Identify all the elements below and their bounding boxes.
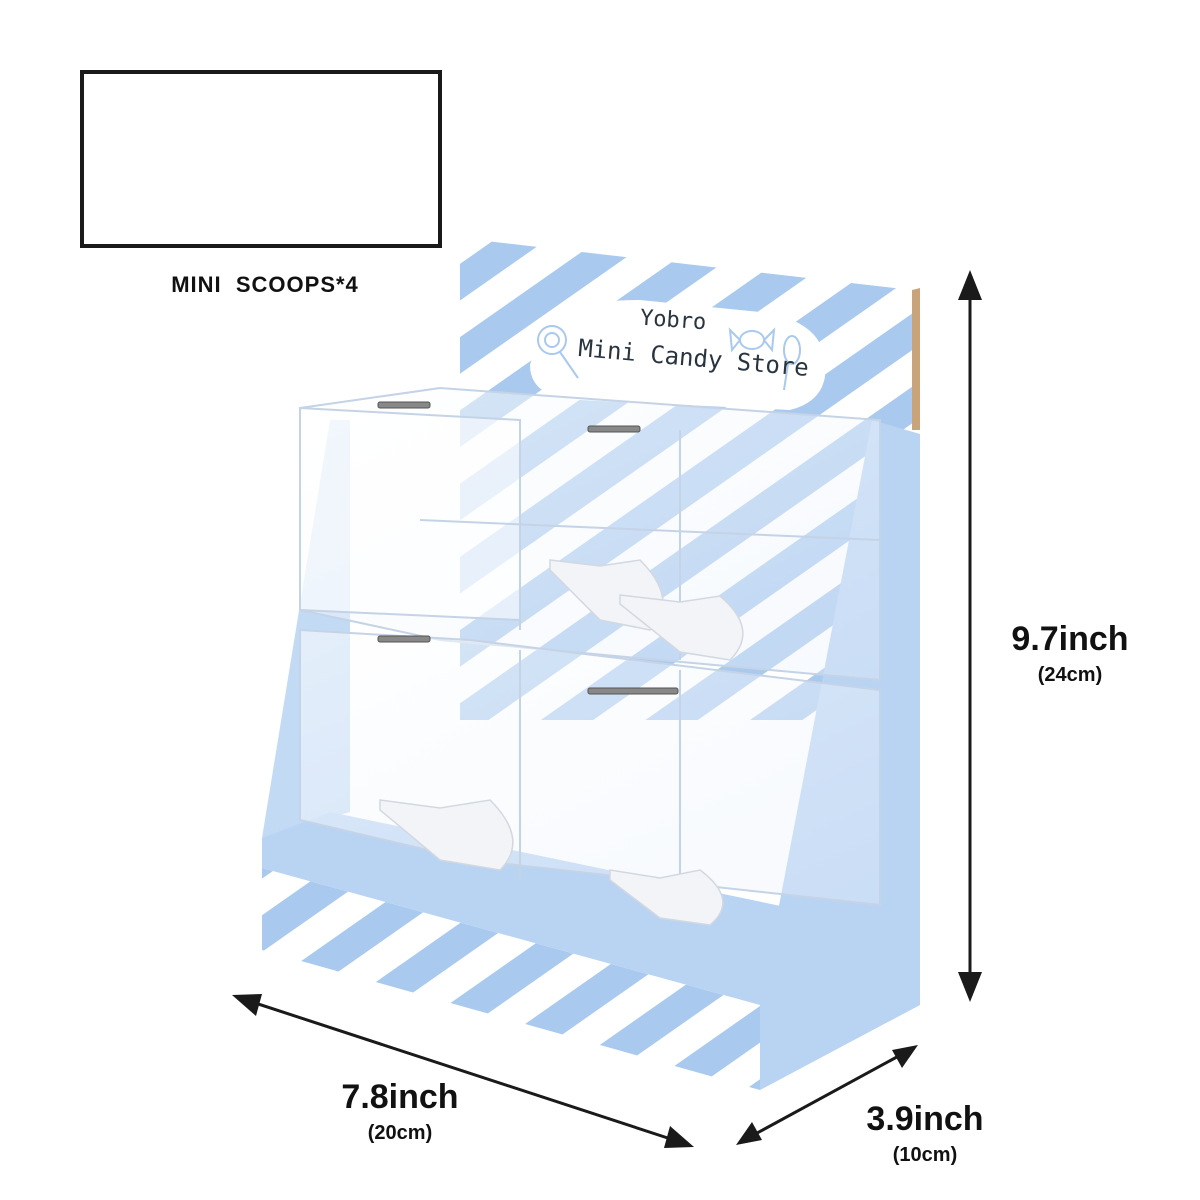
scoop-inset-frame xyxy=(80,70,442,248)
depth-metric-label: (10cm) xyxy=(892,1144,958,1166)
width-arrow xyxy=(232,994,694,1148)
swirl-lollipop-icon xyxy=(783,335,801,391)
scoops-in-bins xyxy=(379,559,744,926)
candy-icon xyxy=(728,327,776,353)
label-bubble xyxy=(530,300,826,410)
depth-label: 3.9inch xyxy=(866,1100,984,1138)
front-base xyxy=(262,868,760,1090)
depth-arrow xyxy=(736,1045,918,1145)
brand-line: Yobro xyxy=(639,305,708,336)
board-edge xyxy=(912,288,920,430)
width-metric-label: (20cm) xyxy=(367,1122,433,1144)
height-metric-label: (24cm) xyxy=(1037,664,1103,686)
width-label: 7.8inch xyxy=(341,1078,459,1116)
height-label: 9.7inch xyxy=(1011,620,1129,658)
acrylic-bins-top xyxy=(299,386,881,682)
scoop-caption: MINI SCOOPS*4 xyxy=(171,272,359,297)
lollipop-icon xyxy=(537,325,579,379)
hinges xyxy=(377,401,679,695)
base-tray xyxy=(262,812,872,1005)
height-arrow xyxy=(958,270,982,1002)
